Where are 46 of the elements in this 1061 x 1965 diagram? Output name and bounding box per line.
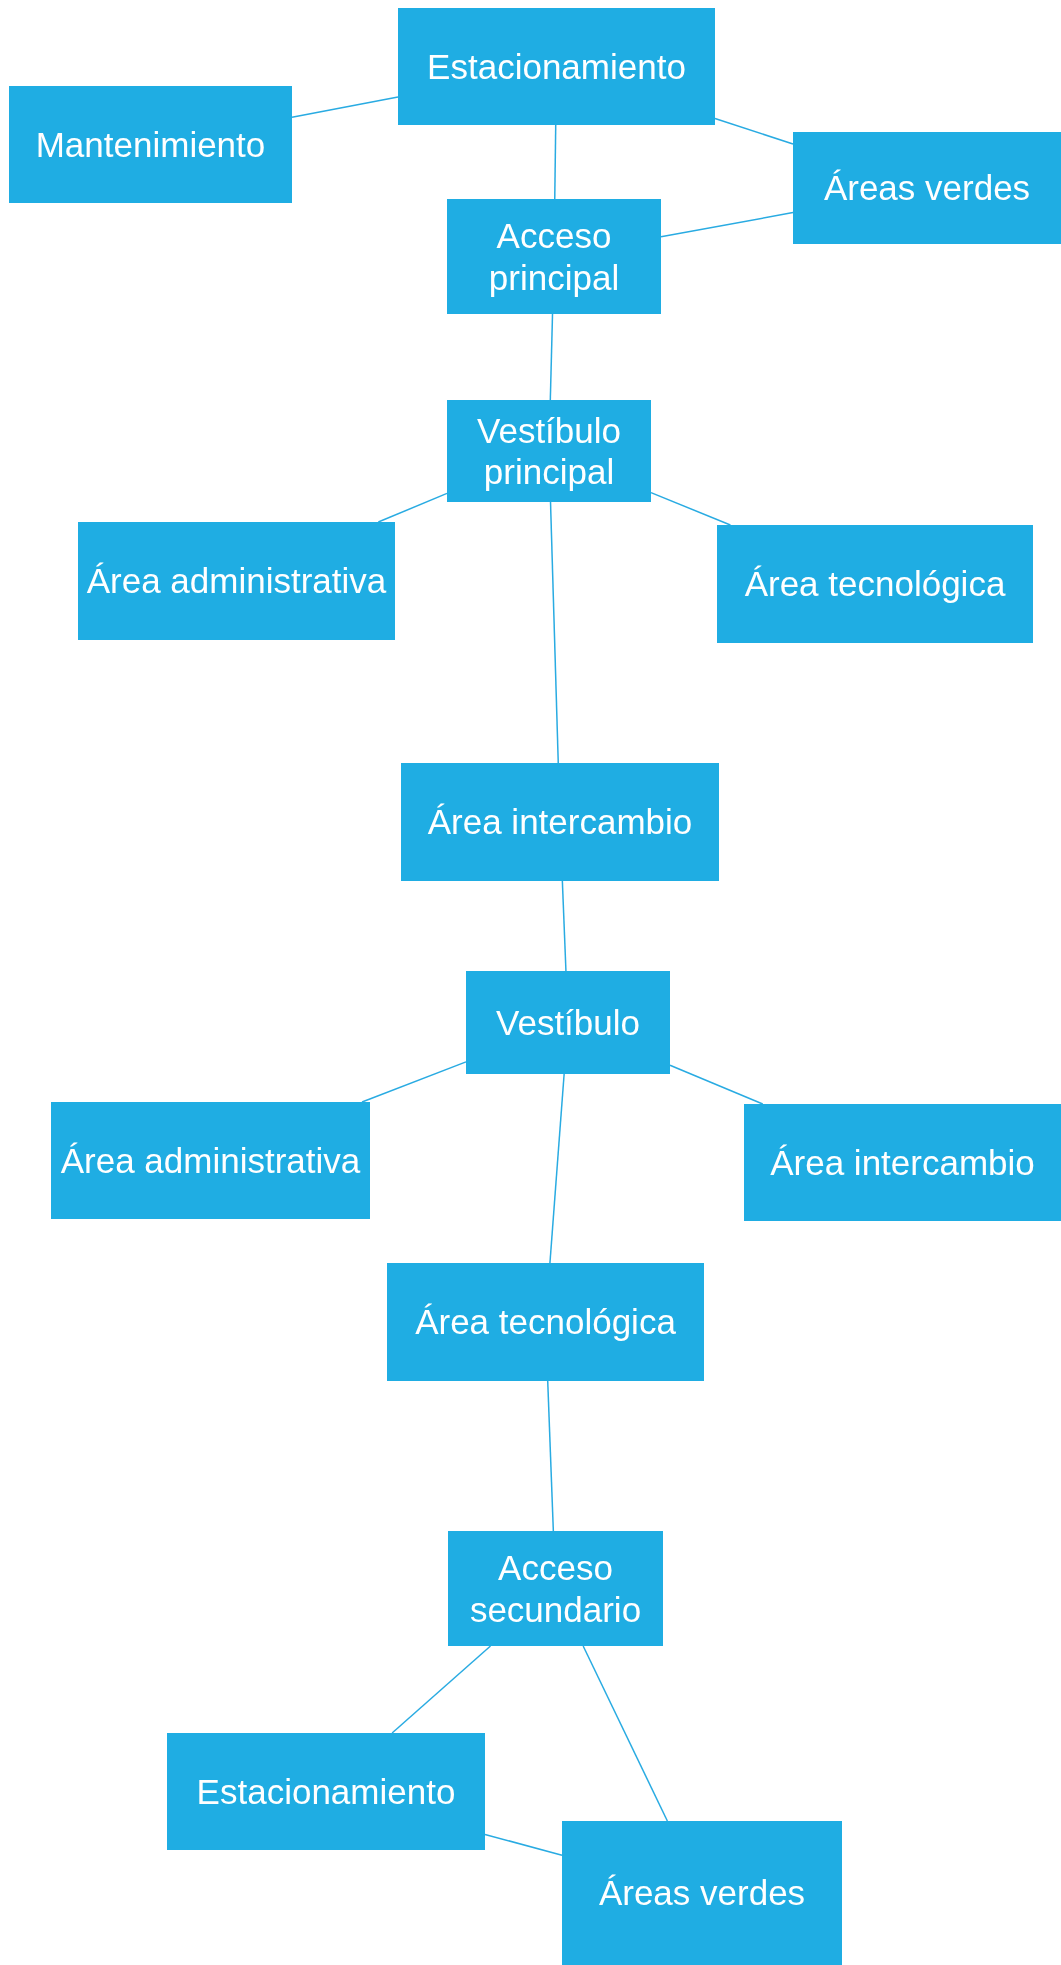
connector-line: [546, 1380, 555, 1532]
connector-line: [554, 124, 557, 200]
box-label: Área administrativa: [86, 560, 387, 602]
box-label: Estacionamiento: [427, 45, 686, 88]
process-box: [793, 132, 1061, 244]
process-box: [401, 763, 719, 881]
connector-line: [650, 491, 732, 526]
connector-line: [377, 492, 448, 523]
process-box: [9, 86, 292, 203]
connector-line: [549, 501, 559, 764]
process-box: [387, 1263, 704, 1381]
connector-line: [714, 117, 794, 145]
connector-line: [582, 1645, 669, 1822]
connector-line: [291, 96, 399, 119]
connector-line: [391, 1645, 492, 1734]
process-box: [447, 199, 661, 314]
box-label: Acceso secundario: [468, 1547, 643, 1630]
process-box: [447, 400, 651, 502]
box-label: Áreas verdes: [598, 1872, 806, 1914]
process-box: [398, 8, 715, 125]
process-box: [466, 971, 670, 1074]
box-label: Vestíbulo principal: [476, 409, 622, 493]
box-label: Área intercambio: [770, 1141, 1035, 1184]
connector-line: [484, 1833, 563, 1856]
box-label: Área tecnológica: [415, 1301, 676, 1343]
process-box: [744, 1104, 1061, 1221]
box-label: Estacionamiento: [196, 1770, 456, 1813]
connector-line: [549, 313, 554, 401]
connector-line: [549, 1073, 565, 1264]
box-label: Acceso principal: [487, 215, 621, 298]
process-box: [167, 1733, 485, 1850]
process-box: [51, 1102, 370, 1219]
box-label: Área intercambio: [427, 801, 693, 843]
process-box: [717, 525, 1033, 643]
box-label: Vestíbulo: [496, 1001, 640, 1044]
connector-line: [669, 1064, 764, 1105]
process-box: [562, 1821, 842, 1965]
connector-line: [361, 1061, 467, 1103]
box-label: Mantenimiento: [35, 123, 266, 166]
connector-line: [561, 880, 567, 972]
connector-line: [660, 211, 794, 238]
box-label: Área administrativa: [60, 1139, 361, 1182]
process-box: [78, 522, 395, 640]
process-box: [448, 1531, 663, 1646]
box-label: Área tecnológica: [744, 563, 1006, 605]
box-label: Áreas verdes: [823, 167, 1031, 209]
